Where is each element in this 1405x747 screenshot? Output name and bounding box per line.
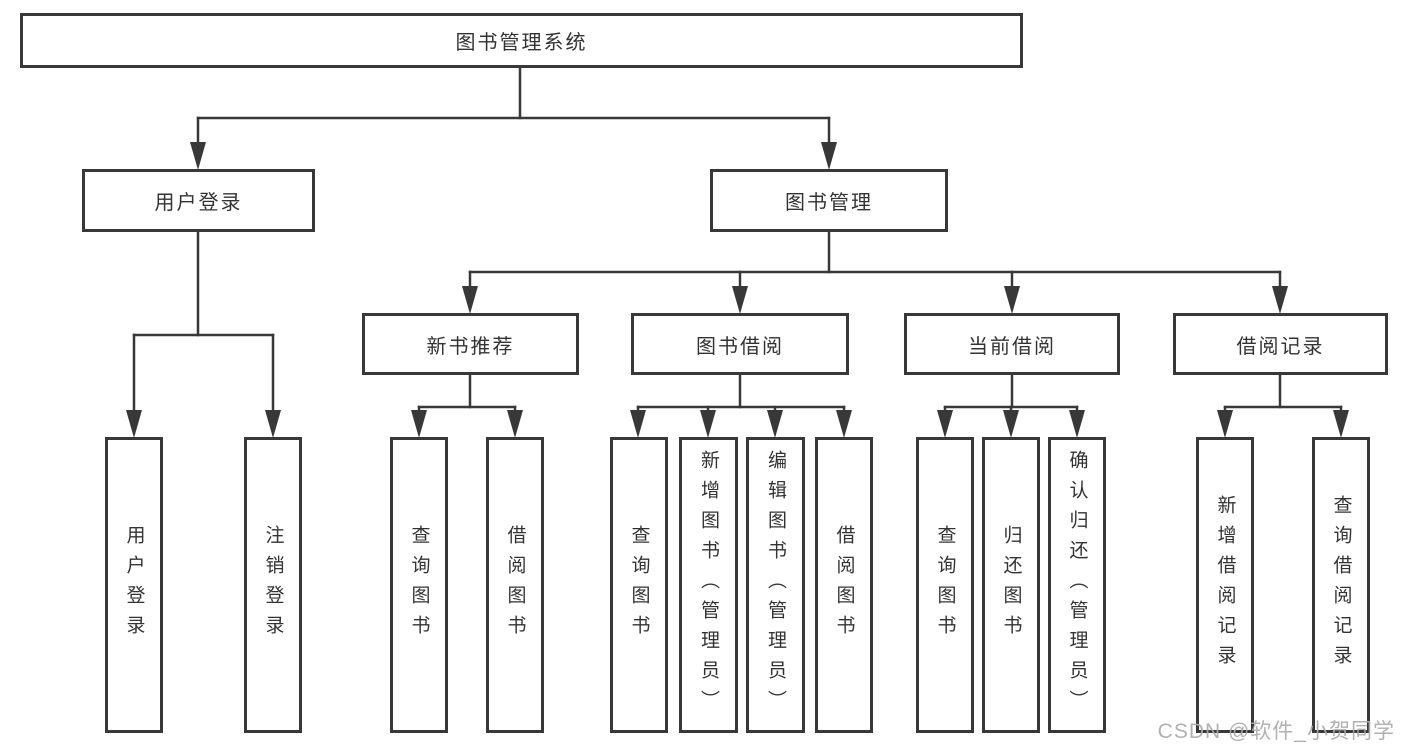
node-book-management-label: 图书管理: [785, 192, 873, 214]
connector-current-borrow-to-leaves: [937, 373, 1085, 438]
leaf-query-books-1: 查询图书: [390, 437, 448, 733]
leaf-borrow-books-2: 借阅图书: [815, 437, 873, 733]
watermark-text: CSDN @软件_小贺同学: [1157, 720, 1395, 743]
leaf-edit-book-admin-label: 编辑图书（管理员）: [765, 450, 786, 720]
connector-new-book-recommend-to-leaves: [411, 373, 523, 438]
connector-book-borrow-to-leaves: [630, 373, 852, 438]
node-current-borrow-label: 当前借阅: [968, 335, 1056, 358]
leaf-query-books-3-label: 查询图书: [934, 525, 956, 645]
leaf-return-book: 归还图书: [982, 437, 1040, 733]
node-book-borrow: 图书借阅: [631, 313, 849, 375]
leaf-add-borrow-record: 新增借阅记录: [1196, 437, 1254, 733]
node-new-book-recommend: 新书推荐: [362, 313, 579, 375]
node-current-borrow: 当前借阅: [904, 313, 1120, 375]
leaf-query-books-2: 查询图书: [610, 437, 668, 733]
leaf-edit-book-admin: 编辑图书（管理员）: [746, 437, 805, 733]
node-root-label: 图书管理系统: [455, 32, 588, 54]
leaf-query-books-3: 查询图书: [916, 437, 974, 733]
leaf-add-borrow-record-label: 新增借阅记录: [1214, 495, 1236, 675]
node-book-borrow-label: 图书借阅: [696, 335, 784, 358]
node-root: 图书管理系统: [20, 13, 1023, 68]
leaf-logout: 注销登录: [244, 437, 302, 733]
connector-book-management-to-level3: [462, 230, 1288, 314]
leaf-user-login-label: 用户登录: [123, 525, 145, 645]
connector-root-to-level2: [190, 66, 837, 170]
node-book-management: 图书管理: [710, 169, 948, 232]
leaf-user-login: 用户登录: [105, 437, 163, 733]
leaf-add-book-admin-label: 新增图书（管理员）: [698, 450, 719, 720]
connector-user-login-to-leaves: [126, 230, 281, 438]
leaf-confirm-return-admin-label: 确认归还（管理员）: [1066, 450, 1088, 720]
node-user-login: 用户登录: [82, 169, 315, 232]
leaf-query-borrow-record: 查询借阅记录: [1312, 437, 1370, 733]
leaf-confirm-return-admin: 确认归还（管理员）: [1048, 437, 1106, 733]
leaf-query-books-2-label: 查询图书: [628, 525, 650, 645]
leaf-borrow-books-1: 借阅图书: [486, 437, 544, 733]
connector-borrow-records-to-leaves: [1217, 373, 1349, 438]
leaf-borrow-books-2-label: 借阅图书: [833, 525, 855, 645]
node-user-login-label: 用户登录: [154, 192, 243, 214]
leaf-add-book-admin: 新增图书（管理员）: [679, 437, 738, 733]
leaf-borrow-books-1-label: 借阅图书: [504, 525, 526, 645]
leaf-query-borrow-record-label: 查询借阅记录: [1330, 495, 1352, 675]
node-borrow-records: 借阅记录: [1173, 313, 1388, 375]
leaf-query-books-1-label: 查询图书: [408, 525, 430, 645]
leaf-return-book-label: 归还图书: [1000, 525, 1022, 645]
node-new-book-recommend-label: 新书推荐: [426, 335, 515, 358]
leaf-logout-label: 注销登录: [262, 525, 284, 645]
node-borrow-records-label: 借阅记录: [1236, 335, 1325, 358]
